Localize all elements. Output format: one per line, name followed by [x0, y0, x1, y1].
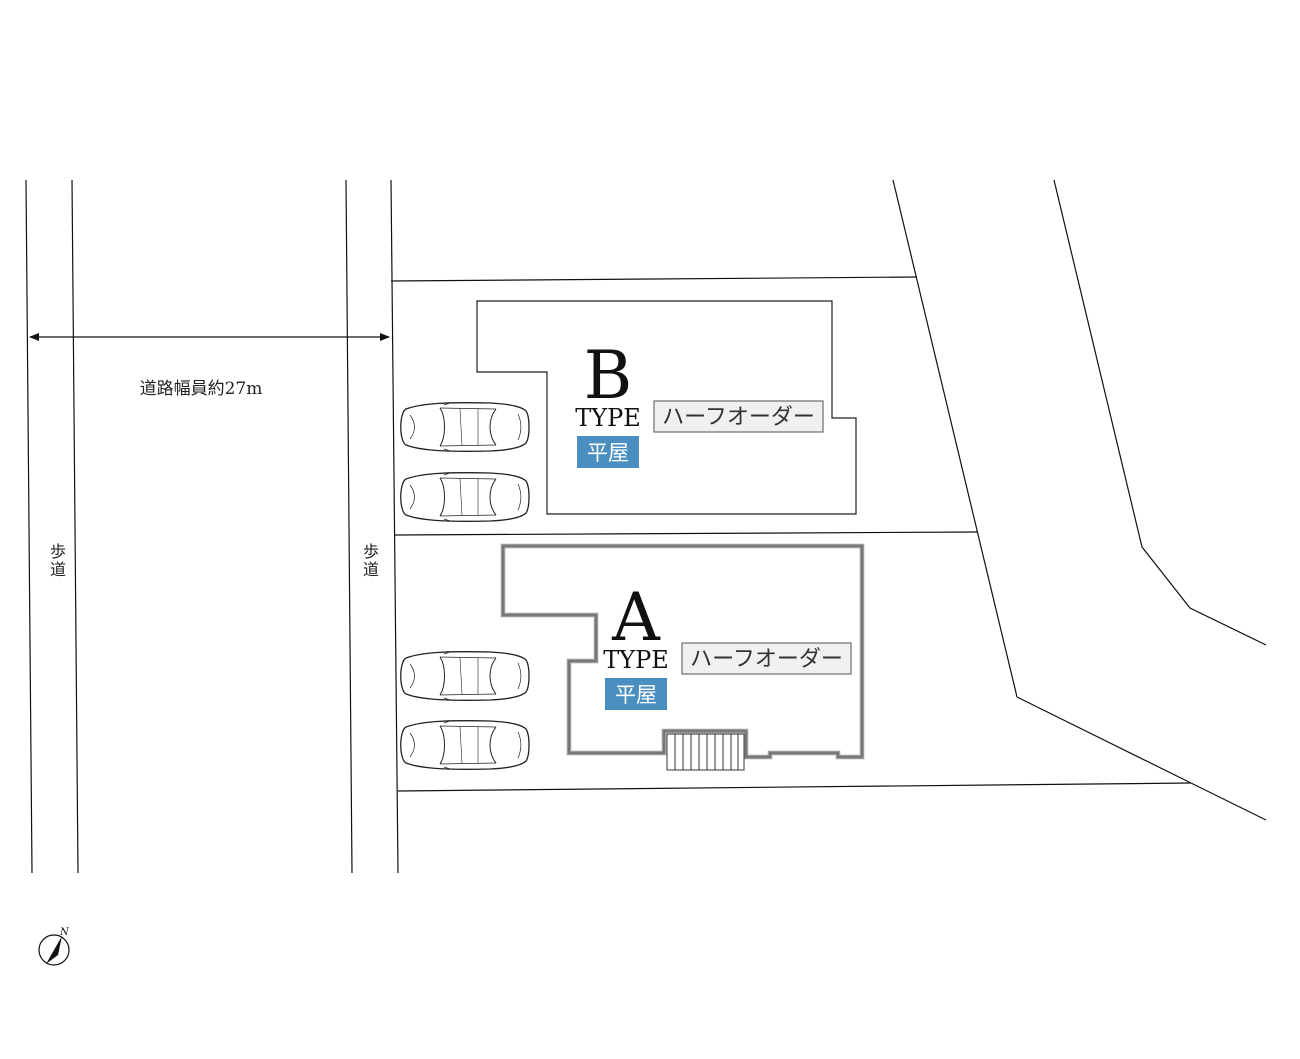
svg-text:N: N — [59, 927, 70, 938]
lot-a-order-tag: ハーフオーダー — [690, 647, 843, 672]
svg-text:歩: 歩 — [50, 542, 66, 561]
lot-b-order-tag: ハーフオーダー — [662, 405, 815, 430]
svg-text:道: 道 — [363, 560, 379, 579]
svg-text:歩: 歩 — [363, 542, 379, 561]
lot-a-type-label: TYPE — [603, 646, 669, 674]
lot-b-type-label: TYPE — [575, 404, 641, 432]
house-a-entrance-steps — [666, 733, 745, 771]
lot-boundaries — [390, 179, 1267, 821]
north-compass-icon: N — [38, 927, 70, 966]
lot-a-order-tag-box — [681, 642, 852, 675]
svg-text:道: 道 — [50, 560, 66, 579]
car-icon — [400, 472, 530, 522]
lot-b-style-badge-box — [577, 436, 639, 468]
road-lines — [25, 179, 399, 874]
sidewalk-label-left: 歩 道 — [50, 542, 66, 579]
lot-b-letter: B — [584, 337, 633, 414]
car-icon — [400, 651, 530, 701]
lot-b-style-badge: 平屋 — [587, 441, 629, 465]
car-icon — [400, 720, 530, 770]
lot-a-letter: A — [611, 579, 661, 656]
road-width-label: 道路幅員約27m — [140, 379, 263, 399]
sidewalk-label-right: 歩 道 — [363, 542, 379, 579]
car-icon — [400, 402, 530, 452]
lot-a-style-badge: 平屋 — [615, 683, 657, 707]
lot-b-order-tag-box — [653, 400, 824, 433]
lot-a-style-badge-box — [605, 678, 667, 710]
